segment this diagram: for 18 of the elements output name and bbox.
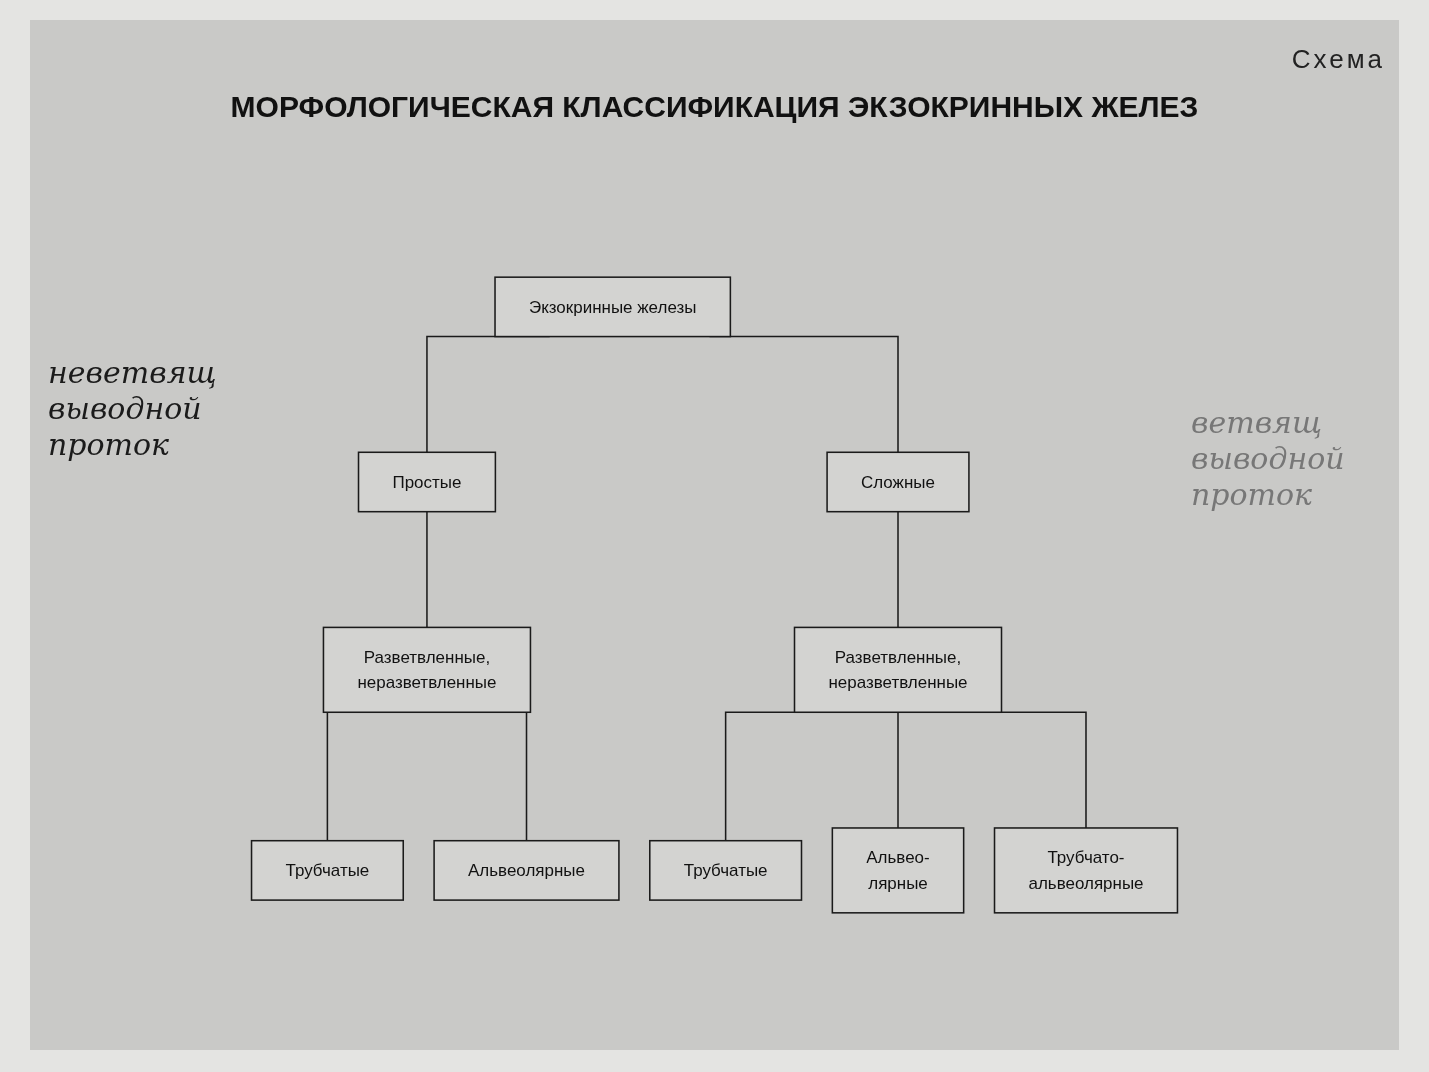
node-box [831, 827, 965, 914]
diagram-panel: Схема МОРФОЛОГИЧЕСКАЯ КЛАССИФИКАЦИЯ ЭКЗОКРИННЫХ ЖЕЛЕЗ Экзокринные железы Простые Сложные Разветвленные, неразветвленные Разветвленные, неразветвленные Трубчатые Альвеолярные Трубчатые Альвео- лярные Трубчато- альвеолярные неветвящ выводной проток ветвящ выводной проток [30, 20, 1399, 1050]
handwritten-note: неветвящ выводной проток [48, 355, 218, 463]
node-box [250, 839, 404, 901]
connector [897, 711, 899, 829]
connector [426, 510, 428, 629]
scheme-label: Схема [1291, 44, 1385, 75]
node-box [993, 827, 1179, 914]
connector [897, 510, 899, 629]
diagram-title: МОРФОЛОГИЧЕСКАЯ КЛАССИФИКАЦИЯ ЭКЗОКРИННЫХ ЖЕЛЕЗ [230, 90, 1199, 124]
node-box [793, 626, 1003, 714]
node-box [826, 451, 970, 513]
node-box [649, 839, 803, 901]
node-box [494, 276, 732, 338]
node-box [322, 626, 532, 714]
node-box [357, 451, 497, 513]
handwritten-note: ветвящ выводной проток [1191, 405, 1346, 513]
node-box [433, 839, 620, 901]
